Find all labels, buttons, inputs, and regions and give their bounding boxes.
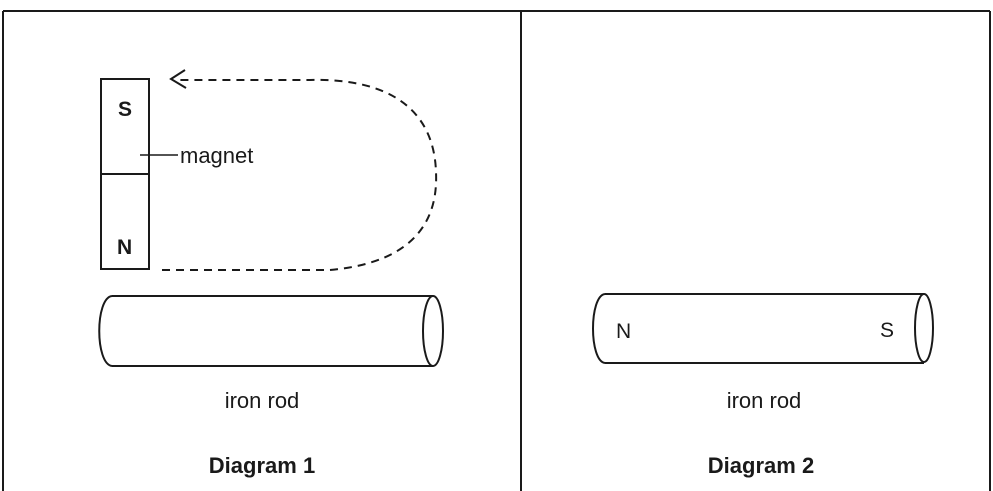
iron-rod-1 <box>98 295 444 367</box>
stroking-path-dashed <box>162 78 438 271</box>
magnet-south-pole-label: S <box>118 98 132 121</box>
rod-2-north-pole-label: N <box>616 320 631 343</box>
frame <box>2 10 991 491</box>
arrowhead-icon <box>169 69 187 89</box>
diagram-2-title: Diagram 2 <box>708 453 814 478</box>
rod-2-south-pole-label: S <box>880 319 894 342</box>
rod-1-label: iron rod <box>225 388 300 413</box>
rod-2-label: iron rod <box>727 388 802 413</box>
rod-2-left-end <box>592 293 606 364</box>
rod-1-right-end-face <box>422 295 444 367</box>
diagram-2-panel: N S iron rod Diagram 2 <box>592 293 934 478</box>
rod-1-left-end <box>98 295 113 367</box>
diagram-1-panel: S N magnet iron rod Diagram 1 <box>98 69 444 478</box>
rod-2-right-end-face <box>914 293 934 363</box>
magnet-north-pole-label: N <box>117 236 132 259</box>
diagram-1-title: Diagram 1 <box>209 453 315 478</box>
iron-rod-2 <box>592 293 934 364</box>
magnet-label: magnet <box>180 143 253 168</box>
bar-magnet <box>100 78 150 270</box>
